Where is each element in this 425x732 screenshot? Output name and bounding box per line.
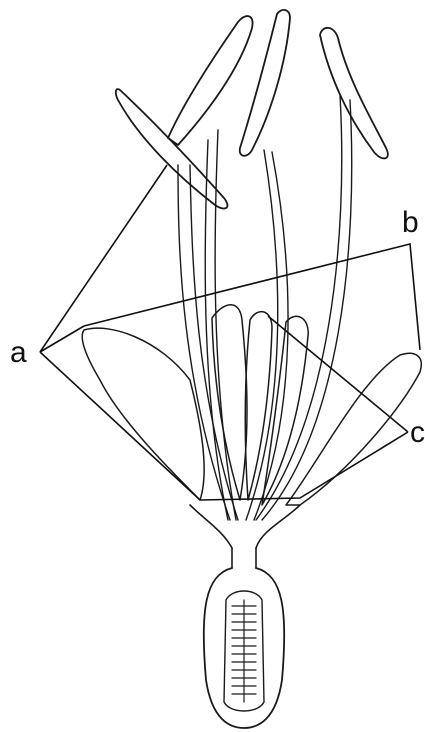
stalk (232, 548, 256, 568)
leader-a-lower (40, 326, 84, 352)
filament-1 (178, 165, 238, 520)
petal-inner-mid (245, 312, 272, 500)
petal-inner-left (212, 305, 247, 500)
petal-right (286, 353, 421, 505)
label-b: b (402, 206, 419, 239)
anther-2 (116, 89, 228, 208)
petals (82, 305, 421, 505)
stalk-and-ovary (190, 505, 300, 728)
anther-3 (240, 10, 290, 156)
receptacle (190, 505, 300, 548)
leader-c-box (40, 352, 408, 500)
filament-2 (205, 130, 236, 520)
ovules (232, 600, 256, 702)
anther-1 (168, 16, 253, 145)
anther-4 (320, 28, 388, 159)
petal-left (82, 328, 204, 500)
label-a: a (10, 336, 27, 369)
label-c: c (410, 416, 425, 449)
leader-a-upper (40, 165, 167, 352)
leader-b (84, 244, 420, 350)
filament-4 (256, 95, 352, 520)
anthers (116, 10, 388, 209)
